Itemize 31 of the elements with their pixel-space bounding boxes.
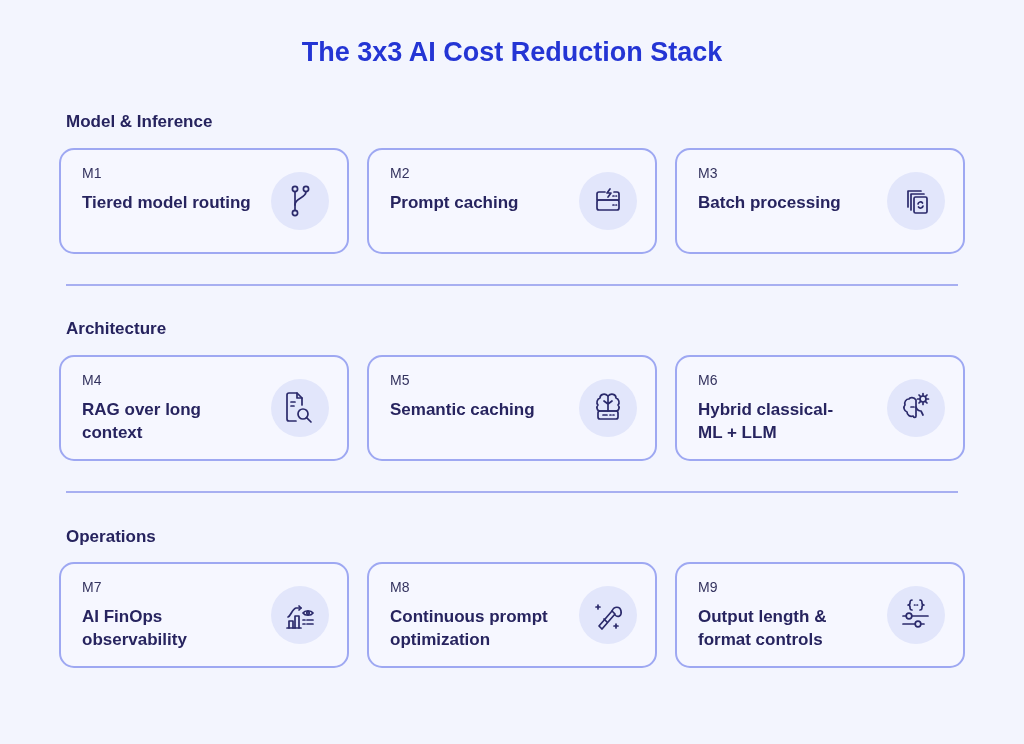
method-code: M4 bbox=[82, 372, 102, 389]
method-title: Prompt caching bbox=[390, 192, 519, 214]
section-heading: Architecture bbox=[66, 318, 167, 339]
method-card bbox=[59, 562, 349, 668]
method-card bbox=[675, 148, 965, 254]
method-card bbox=[367, 355, 657, 461]
method-card bbox=[675, 355, 965, 461]
method-code: M8 bbox=[390, 579, 410, 596]
method-title: Batch processing bbox=[698, 192, 841, 214]
method-code: M3 bbox=[698, 165, 718, 182]
method-code: M1 bbox=[82, 165, 102, 182]
method-title: Output length & format controls bbox=[698, 606, 828, 651]
method-card bbox=[59, 148, 349, 254]
method-code: M5 bbox=[390, 372, 410, 389]
section-heading: Model & Inference bbox=[66, 111, 213, 132]
diagram-title: The 3x3 AI Cost Reduction Stack bbox=[301, 36, 723, 68]
method-card bbox=[367, 148, 657, 254]
method-card bbox=[675, 562, 965, 668]
method-title: Continuous prompt optimization bbox=[390, 606, 549, 651]
method-code: M2 bbox=[390, 165, 410, 182]
method-code: M6 bbox=[698, 372, 718, 389]
method-title: Hybrid classical-ML + LLM bbox=[698, 399, 835, 444]
method-code: M7 bbox=[82, 579, 102, 596]
method-card bbox=[59, 355, 349, 461]
method-title: RAG over long context bbox=[82, 399, 202, 444]
method-card bbox=[367, 562, 657, 668]
method-title: AI FinOps observability bbox=[82, 606, 188, 651]
method-title: Tiered model routing bbox=[82, 192, 251, 214]
method-code: M9 bbox=[698, 579, 718, 596]
method-title: Semantic caching bbox=[390, 399, 535, 421]
section-heading: Operations bbox=[66, 526, 156, 547]
